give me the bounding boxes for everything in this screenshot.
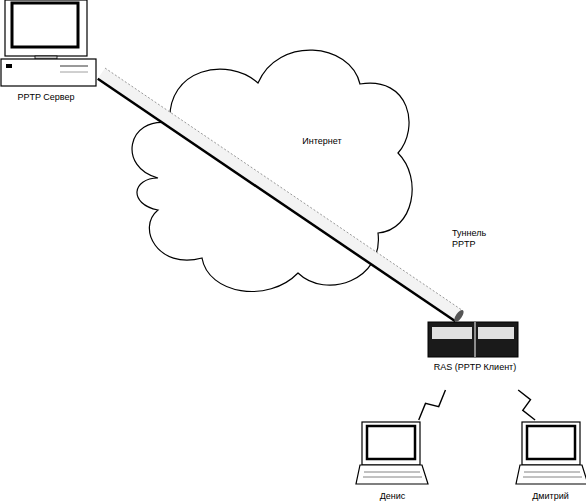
laptop-keys (364, 472, 420, 473)
system-unit (1, 59, 96, 86)
client-laptop-icon (515, 420, 586, 503)
pptp-tunnel (98, 68, 466, 323)
tunnel-edge (105, 68, 463, 310)
lightning-line (419, 390, 446, 420)
drive-slot (60, 66, 88, 67)
ras-device-icon (420, 318, 530, 390)
monitor-screen (12, 3, 78, 47)
node-label: Денис (355, 491, 430, 502)
laptop-lid (522, 422, 580, 465)
client-laptop: Денис (355, 420, 430, 503)
node-label: PPTP Сервер (0, 92, 92, 103)
node-label: Дмитрий (515, 491, 586, 502)
ras-case (428, 322, 518, 357)
laptop-keys (523, 477, 582, 478)
tunnel-end (453, 308, 466, 323)
node-label: Интернет (287, 136, 357, 147)
server-computer-icon (0, 0, 100, 108)
laptop-base (356, 465, 428, 484)
tunnel-body (98, 68, 463, 321)
laptop-lid (362, 422, 420, 465)
laptop-keys (524, 472, 580, 473)
ras-panel (478, 327, 514, 339)
edge-label: Туннель PPTP (452, 228, 497, 250)
drive-slot (60, 72, 88, 73)
server-computer: PPTP Сервер (0, 0, 100, 108)
lightning-line (518, 390, 535, 420)
laptop-screen (527, 426, 575, 459)
client-laptop: Дмитрий (515, 420, 586, 503)
wireless-link (419, 390, 446, 420)
wireless-link (518, 390, 535, 420)
monitor-frame (5, 0, 87, 56)
node-label: RAS (PPTP Клиент) (420, 362, 530, 373)
laptop-keys (363, 477, 422, 478)
ras-divider (475, 322, 476, 357)
laptop-screen (367, 426, 415, 459)
client-laptop-icon (355, 420, 430, 503)
ras-device: RAS (PPTP Клиент) (420, 318, 530, 390)
tunnel-edge (98, 79, 456, 321)
ras-panel (432, 327, 472, 339)
laptop-base (516, 465, 586, 484)
power-light (6, 64, 12, 68)
